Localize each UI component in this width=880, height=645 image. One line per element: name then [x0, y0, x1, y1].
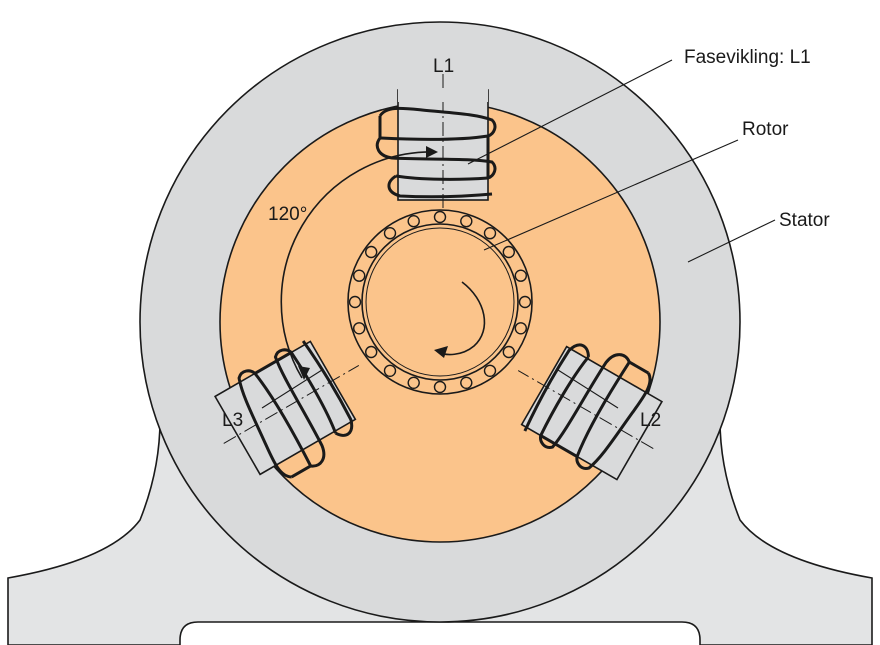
label-rotor: Rotor: [742, 119, 789, 140]
label-l1: L1: [433, 56, 454, 77]
angle-arc: [280, 151, 437, 379]
l2-leader: [557, 369, 619, 409]
label-phase-winding: Fasevikling: L1: [684, 47, 811, 68]
label-l3: L3: [222, 410, 243, 431]
l3-leader: [261, 369, 323, 409]
rotation-arrow: [437, 281, 486, 356]
rotor-bar: [348, 295, 362, 309]
angle-arrowhead-bottom: [298, 366, 310, 380]
rotor-bar: [353, 269, 366, 282]
rotor-bar: [514, 322, 527, 335]
rotor-bar: [460, 214, 473, 228]
rotor-bar: [383, 226, 397, 240]
rotor-bar: [483, 226, 497, 240]
rotor-bar: [518, 295, 532, 309]
rotor-bar: [407, 376, 420, 389]
rotor-bar: [483, 364, 497, 377]
rotor-inner: [365, 227, 515, 377]
rotor-bar: [460, 376, 473, 389]
rotor-bar: [383, 364, 397, 377]
rotor-bar: [514, 269, 527, 282]
rotor-bar: [407, 214, 420, 228]
phase-winding-leader: [467, 59, 673, 165]
stator-leader: [687, 219, 776, 263]
rotor-bar: [365, 245, 378, 259]
angle-arrowhead-top: [426, 146, 438, 158]
rotor-bar: [433, 380, 447, 394]
rotor-bar: [502, 245, 515, 259]
rotor-bar: [353, 322, 366, 335]
label-l2: L2: [640, 410, 661, 431]
pole-gap-top: [398, 88, 488, 102]
label-angle: 120°: [268, 204, 307, 225]
rotor-leader: [483, 139, 739, 251]
rotor-bar: [365, 345, 378, 359]
label-stator: Stator: [779, 210, 830, 231]
rotor-bar: [502, 345, 515, 359]
rotor-bar: [433, 210, 447, 224]
rotor-bars: [348, 210, 532, 394]
rotation-arrowhead: [434, 346, 448, 358]
